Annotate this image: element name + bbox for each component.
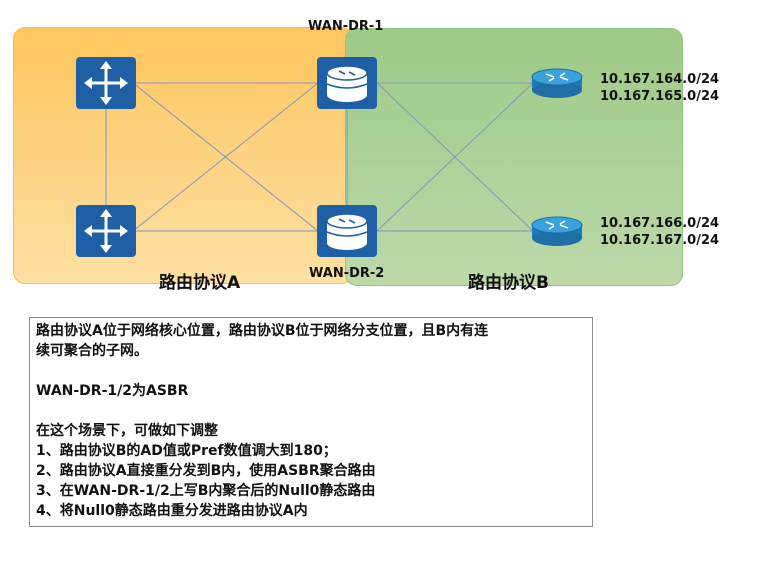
zone-b-label: 路由协议B: [468, 273, 549, 293]
note-asbr: WAN-DR-1/2为ASBR: [36, 383, 189, 399]
note-para1-line1: 路由协议A位于网络核心位置，路由协议B位于网络分支位置，且B内有连: [36, 323, 489, 339]
subnet-label: 10.167.164.0/24: [600, 72, 720, 87]
note-item: 2、路由协议A直接重分发到B内，使用ASBR聚合路由: [36, 463, 376, 479]
subnet-list-bottom: 10.167.166.0/24 10.167.167.0/24: [600, 215, 719, 249]
wan-dr-2-label: WAN-DR-2: [309, 266, 385, 281]
wan-dr-1-router-icon: [317, 57, 377, 109]
wan-dr-1-label: WAN-DR-1: [308, 19, 384, 34]
core-switch-icon: [76, 205, 136, 257]
link-a2-dr1: [132, 82, 319, 232]
note-para1-line2: 续可聚合的子网。: [36, 343, 148, 359]
explanation-box: 路由协议A位于网络核心位置，路由协议B位于网络分支位置，且B内有连 续可聚合的子…: [29, 317, 593, 527]
subnet-label: 10.167.166.0/24: [600, 216, 720, 231]
branch-router-icon: [531, 68, 583, 98]
subnet-list-top: 10.167.164.0/24 10.167.165.0/24: [600, 71, 719, 105]
core-switch-icon: [76, 57, 136, 109]
note-item: 3、在WAN-DR-1/2上写B内聚合后的Null0静态路由: [36, 483, 376, 499]
subnet-label: 10.167.165.0/24: [600, 89, 720, 104]
subnet-label: 10.167.167.0/24: [600, 233, 720, 248]
note-item: 1、路由协议B的AD值或Pref数值调大到180；: [36, 443, 337, 459]
note-scenario-title: 在这个场景下，可做如下调整: [36, 423, 218, 439]
zone-routing-protocol-a: [13, 27, 353, 284]
link-dr2-r1: [376, 82, 534, 232]
branch-router-icon: [531, 216, 583, 246]
wan-dr-2-router-icon: [317, 205, 377, 257]
zone-routing-protocol-b: [345, 28, 683, 286]
zone-a-label: 路由协议A: [159, 273, 241, 293]
note-item: 4、将Null0静态路由重分发进路由协议A内: [36, 503, 308, 519]
